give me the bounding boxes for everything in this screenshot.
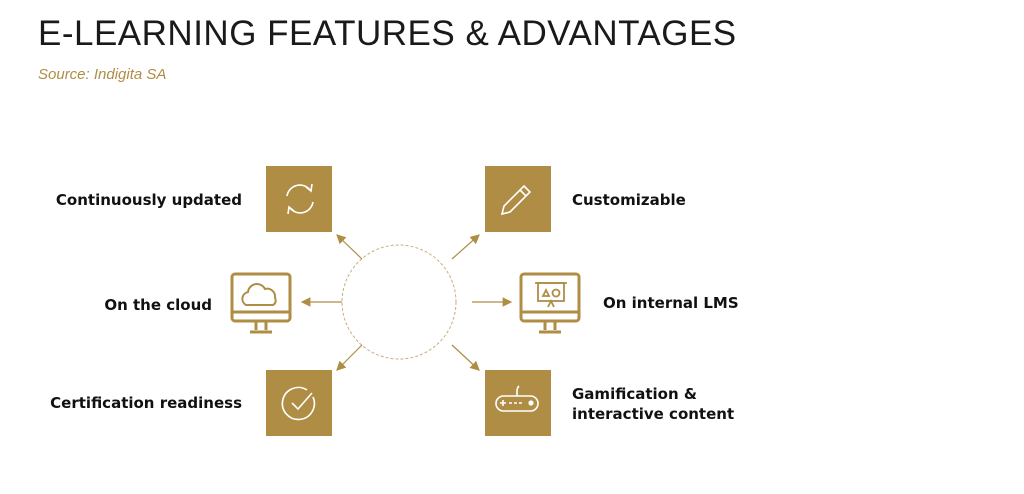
pencil-icon	[485, 166, 551, 232]
feature-label-continuously-updated: Continuously updated	[55, 191, 242, 209]
feature-label-customizable: Customizable	[572, 191, 686, 209]
feature-label-internal-lms: On internal LMS	[603, 294, 739, 312]
check-circle-icon	[266, 370, 332, 436]
source-note: Source: Indigita SA	[38, 66, 167, 83]
gamepad-icon	[485, 370, 551, 436]
center-circle	[341, 244, 457, 360]
feature-label-on-the-cloud: On the cloud	[104, 296, 212, 314]
feature-label-certification: Certification readiness	[50, 394, 242, 412]
feature-label-gamification: Gamification & interactive content	[572, 384, 734, 424]
cloud-monitor-icon	[230, 272, 292, 334]
arrows	[300, 234, 513, 371]
refresh-icon	[266, 166, 332, 232]
feature-label-line2: interactive content	[572, 405, 735, 423]
presentation-monitor-icon	[519, 272, 581, 334]
feature-label-line1: Gamification &	[572, 385, 697, 403]
page-title: E-LEARNING FEATURES & ADVANTAGES	[38, 14, 737, 53]
